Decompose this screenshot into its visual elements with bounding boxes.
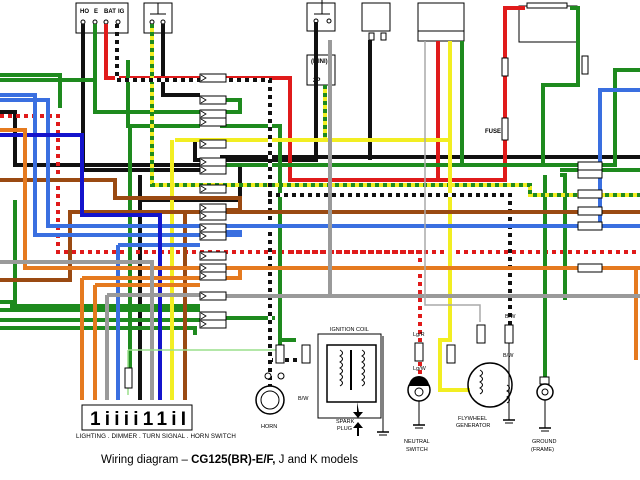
- regulator: [361, 2, 391, 41]
- terminal-label-e: E: [94, 9, 98, 15]
- wire-code-lgw: Lg/W: [413, 366, 427, 372]
- caption-suffix: J and K models: [275, 454, 358, 466]
- connector-block: [199, 311, 227, 321]
- ground-label-1: GROUND: [532, 439, 556, 445]
- neutral-switch: Lg/R Lg/W NEUTRAL SWITCH: [404, 332, 431, 453]
- switch-panel-label: LIGHTING . DIMMER . TURN SIGNAL . HORN S…: [76, 433, 236, 440]
- connector-pin-icon: [200, 320, 207, 328]
- horn: HORN B/W: [255, 344, 311, 430]
- flywheel-label-2: GENERATOR: [456, 423, 490, 429]
- connector-block: [199, 263, 227, 273]
- flywheel-label-1: FLYWHEEL: [458, 416, 487, 422]
- connector-block: [199, 184, 227, 194]
- neutral-label-2: SWITCH: [406, 447, 428, 453]
- terminal-label-bat: BAT: [104, 9, 116, 15]
- ignition-coil: IGNITION COIL SPARK PLUG: [317, 327, 389, 436]
- connector-block: [199, 109, 227, 119]
- spark-label-1: SPARK: [336, 419, 355, 425]
- connector-block: [199, 117, 227, 127]
- connector-block: [199, 211, 227, 221]
- connector-pin-icon: [200, 140, 207, 148]
- terminal-label-ig: IG: [118, 9, 125, 15]
- mini-connector-label: (MINI): [311, 59, 328, 65]
- connector-pin-icon: [200, 166, 207, 174]
- rectifier: [417, 2, 465, 42]
- connector-pin-icon: [200, 312, 207, 320]
- connector-block: [199, 203, 227, 213]
- connector-block: [199, 139, 227, 149]
- switch-glyphs: 1iiii11iI: [90, 409, 186, 430]
- connector-block: [199, 165, 227, 175]
- wire-code-bw-2: B/W: [505, 314, 516, 320]
- connector-block: [199, 157, 227, 167]
- spark-label-2: PLUG: [337, 426, 352, 432]
- neutral-label-1: NEUTRAL: [404, 439, 430, 445]
- connector-pin-icon: [200, 96, 207, 104]
- connector-pin-icon: [200, 204, 207, 212]
- wire-code-lgr: Lg/R: [413, 332, 425, 338]
- connector-block: [199, 231, 227, 241]
- connector-block: [199, 95, 227, 105]
- battery: [518, 2, 578, 43]
- horn-label: HORN: [261, 424, 277, 430]
- connector-pin-icon: [200, 232, 207, 240]
- right-connectors: FUSE: [485, 55, 603, 273]
- connector-pin-icon: [200, 292, 207, 300]
- connector-pin-icon: [200, 158, 207, 166]
- connector-block: [199, 271, 227, 281]
- connector-block: [199, 251, 227, 261]
- connector-block: [199, 291, 227, 301]
- caption-prefix: Wiring diagram –: [101, 454, 192, 466]
- flywheel-generator: B/W B/W FLYWHEEL GENERATOR: [446, 314, 516, 429]
- wire-harness: [0, 6, 640, 400]
- connector-blocks: [199, 73, 227, 329]
- connector-block: [199, 73, 227, 83]
- connector-pin-icon: [200, 224, 207, 232]
- connector-pin-icon: [200, 272, 207, 280]
- connector-pin-icon: [200, 74, 207, 82]
- caption-model: CG125(BR)-E/F,: [191, 454, 276, 466]
- connector-pin-icon: [200, 252, 207, 260]
- connector-pin-icon: [200, 110, 207, 118]
- terminal-label-ho: HO: [80, 9, 89, 15]
- ignition-coil-label: IGNITION COIL: [330, 327, 369, 333]
- handlebar-switch-panel: 1iiii11iI: [81, 367, 193, 431]
- fuse-label: FUSE: [485, 129, 501, 135]
- connector-block: [199, 319, 227, 329]
- ground-frame: GROUND (FRAME): [531, 376, 556, 453]
- engine-stop-switch: [143, 2, 173, 34]
- ground-label-2: (FRAME): [531, 447, 554, 453]
- connector-pin-icon: [200, 212, 207, 220]
- diagram-caption: Wiring diagram – CG125(BR)-E/F, J and K …: [101, 454, 358, 466]
- connector-block: [199, 223, 227, 233]
- connector-pin-icon: [200, 118, 207, 126]
- connector-pin-icon: [200, 185, 207, 193]
- wire-code-bw: B/W: [298, 396, 309, 402]
- connector-pin-icon: [200, 264, 207, 272]
